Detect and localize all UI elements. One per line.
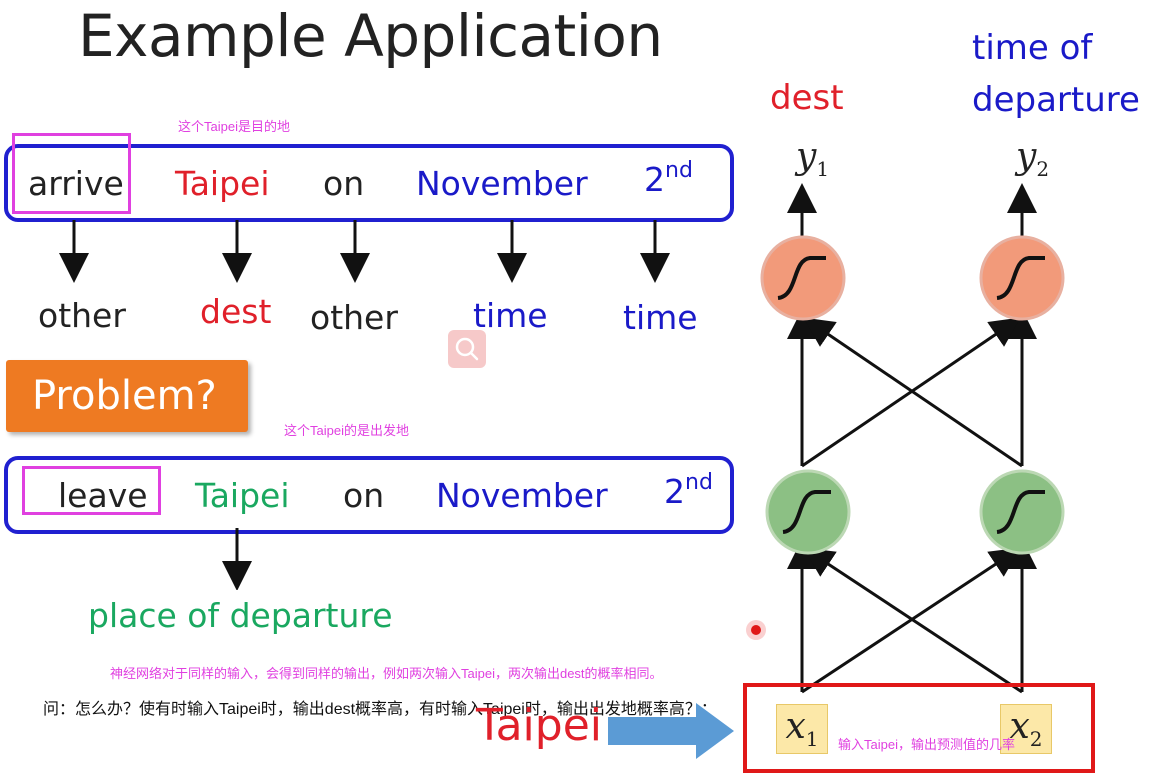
sentence-box-leave — [4, 456, 734, 534]
sigmoid-icon — [996, 256, 1045, 300]
input-frame — [743, 683, 1095, 773]
output-label-dest: dest — [770, 78, 844, 118]
search-button[interactable] — [448, 330, 486, 368]
output-y1: y1 — [796, 136, 830, 182]
word-taipei-2: Taipei — [195, 476, 290, 515]
word-leave: leave — [58, 476, 148, 515]
sentence1-arrows — [59, 220, 670, 283]
output-y2: y2 — [1016, 136, 1050, 182]
word-arrive: arrive — [28, 164, 124, 203]
edge-h2-o1 — [803, 317, 1023, 468]
edge-h1-o2 — [801, 317, 1021, 468]
word-november-1: November — [416, 164, 588, 203]
word-2nd-1: 2nd — [644, 158, 693, 199]
word-november-2: November — [436, 476, 608, 515]
output-label-departure: departure — [972, 80, 1140, 120]
word-2nd-2: 2nd — [664, 470, 713, 511]
cursor-pointer-dot — [746, 620, 766, 640]
output-neuron-1 — [760, 235, 846, 321]
annotation-input-output: 输入Taipei，输出预测值的几率 — [838, 737, 1015, 752]
word-taipei-1: Taipei — [175, 164, 270, 203]
sigmoid-icon — [996, 490, 1045, 534]
label-time-1: time — [473, 296, 548, 335]
label-other-1: other — [38, 296, 126, 335]
input-x2: x2 — [1000, 704, 1052, 754]
hidden-neuron-1 — [765, 469, 851, 555]
label-other-2: other — [310, 298, 398, 337]
arrow-right-icon — [608, 703, 734, 759]
problem-label: Problem? — [6, 360, 248, 432]
label-dest: dest — [200, 292, 272, 331]
highlight-arrive — [12, 133, 131, 214]
sentence-box-arrive — [4, 144, 734, 222]
output-label-time-of: time of — [972, 28, 1093, 68]
sigmoid-icon — [777, 256, 826, 300]
page-title: Example Application — [78, 2, 663, 70]
neural-network-diagram — [760, 183, 1065, 694]
question-text: 问：怎么办？使有时输入Taipei时，输出dest概率高，有时输入Taipei时… — [43, 701, 717, 718]
edge-x1-h2 — [801, 547, 1021, 694]
highlight-leave — [22, 466, 161, 515]
hidden-neuron-2 — [979, 469, 1065, 555]
annotation-departure: 这个Taipei的是出发地 — [284, 423, 409, 438]
edge-x2-h1 — [803, 547, 1023, 694]
sentence2-arrow — [222, 528, 252, 590]
annotation-same-output: 神经网络对于同样的输入，会得到同样的输出，例如两次输入Taipei，两次输出de… — [110, 666, 663, 681]
output-neuron-2 — [979, 235, 1065, 321]
search-icon — [455, 337, 479, 361]
input-word-taipei: Taipei — [476, 700, 603, 751]
word-on-2: on — [343, 476, 385, 515]
label-place-of-departure: place of departure — [88, 596, 393, 635]
annotation-destination: 这个Taipei是目的地 — [178, 119, 290, 134]
label-time-2: time — [623, 298, 698, 337]
word-on-1: on — [323, 164, 365, 203]
sigmoid-icon — [782, 490, 831, 534]
input-x1: x1 — [776, 704, 828, 754]
